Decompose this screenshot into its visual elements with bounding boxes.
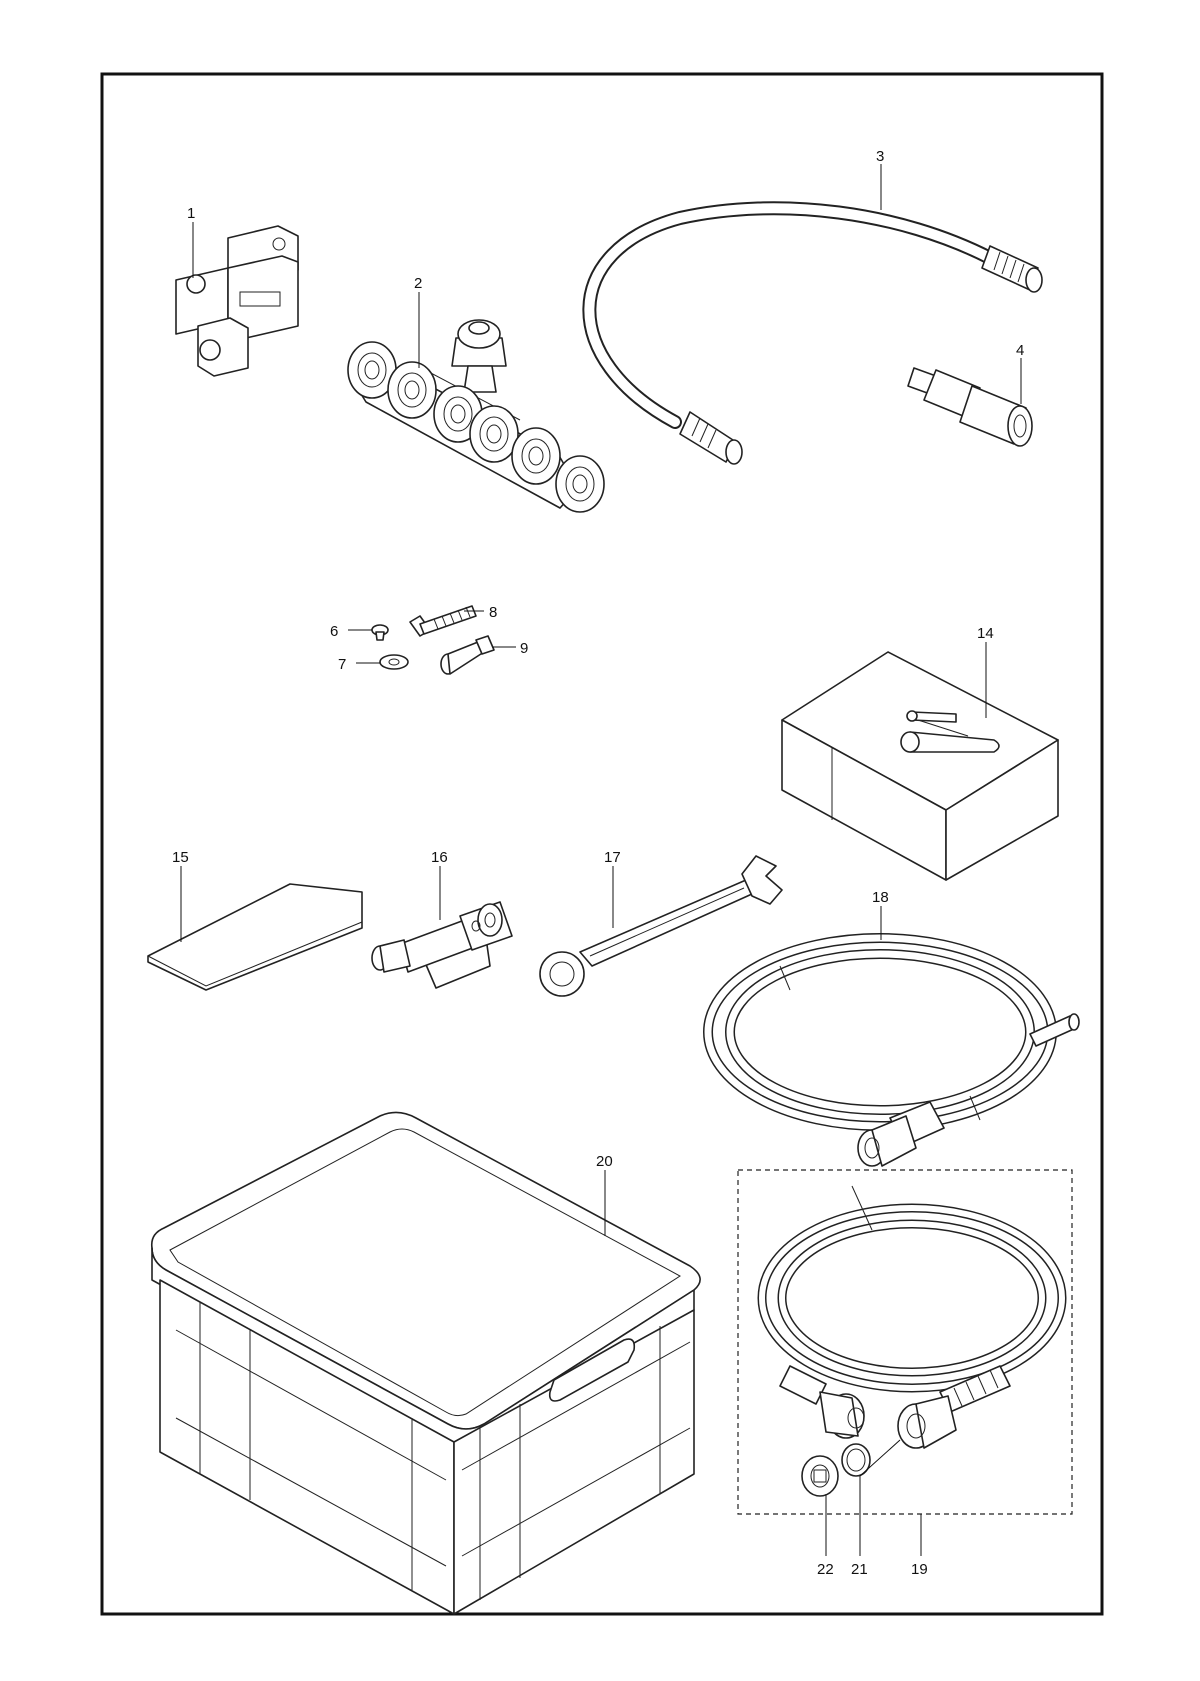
part-8-bolt — [409, 605, 477, 637]
callout-18: 18 — [872, 889, 889, 906]
callout-8: 8 — [489, 604, 497, 621]
callout-4: 4 — [1016, 342, 1024, 359]
part-17-wrench — [539, 855, 783, 997]
part-1-bracket — [175, 225, 299, 377]
callout-21: 21 — [851, 1561, 868, 1578]
callout-22: 22 — [817, 1561, 834, 1578]
part-4-coupling — [907, 367, 1033, 447]
callout-16: 16 — [431, 849, 448, 866]
callout-3: 3 — [876, 148, 884, 165]
callout-2: 2 — [414, 275, 422, 292]
callout-9: 9 — [520, 640, 528, 657]
callout-19: 19 — [911, 1561, 928, 1578]
callout-17: 17 — [604, 849, 621, 866]
part-18-coiled-hose — [703, 933, 1080, 1167]
part-19-hose-kit — [757, 1185, 1067, 1497]
part-19-kit-boundary — [737, 1169, 1073, 1515]
part-3-hose — [582, 201, 1043, 465]
callout-20: 20 — [596, 1153, 613, 1170]
part-9-pin — [440, 635, 495, 675]
callout-15: 15 — [172, 849, 189, 866]
part-6-screw — [371, 624, 389, 641]
callout-1: 1 — [187, 205, 195, 222]
callout-14: 14 — [977, 625, 994, 642]
part-2-carriage — [347, 319, 605, 513]
part-16-valve — [371, 901, 513, 989]
part-7-washer — [379, 654, 409, 670]
callout-6: 6 — [330, 623, 338, 640]
callout-7: 7 — [338, 656, 346, 673]
part-15-wedge — [147, 883, 363, 991]
part-14-box — [781, 651, 1059, 881]
page-frame — [100, 72, 1104, 1616]
part-20-crate — [150, 1111, 701, 1615]
